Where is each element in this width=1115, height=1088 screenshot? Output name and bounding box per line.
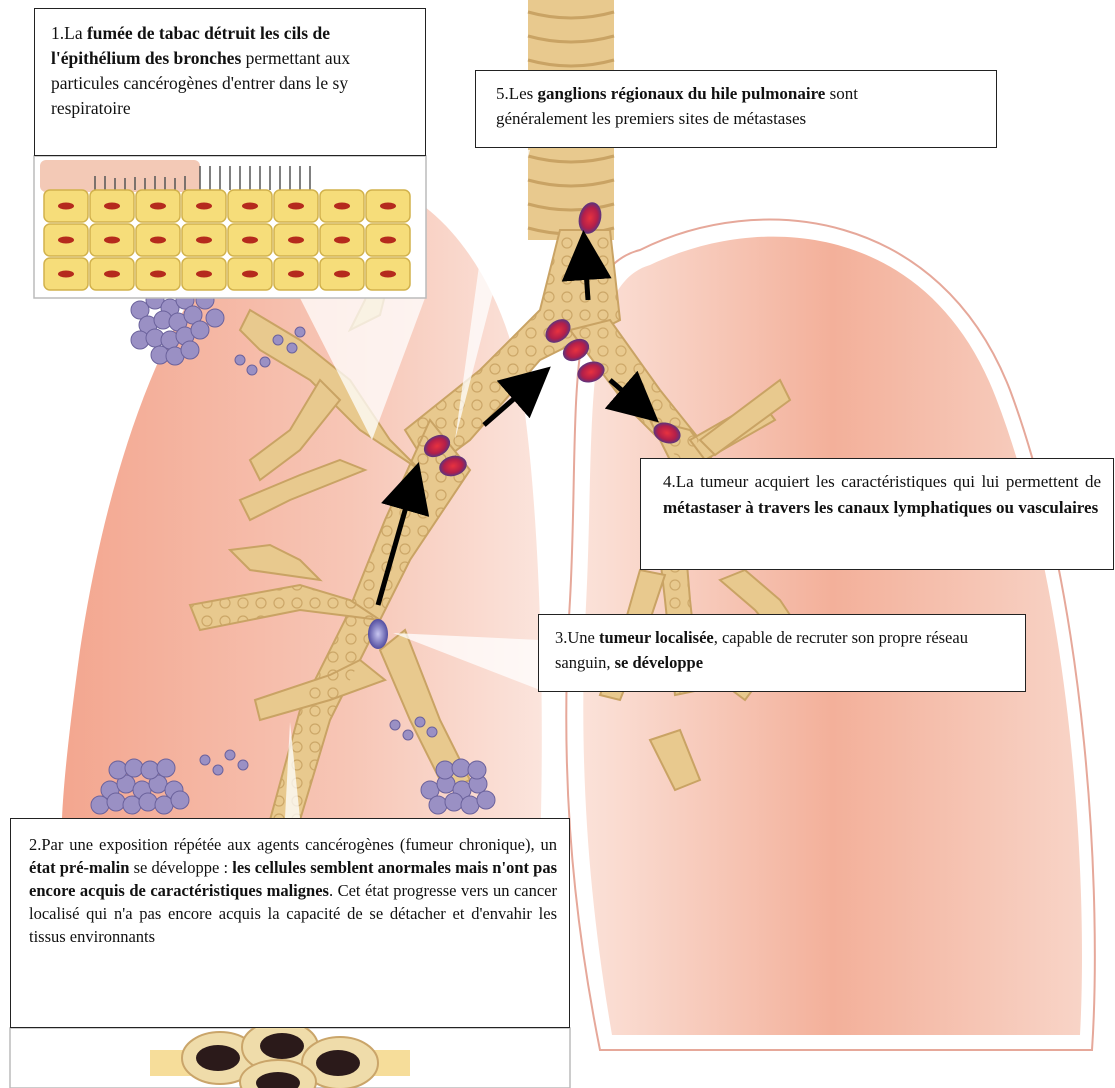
callout-4-metastasis: 4.La tumeur acquiert les caractéristique… xyxy=(640,458,1114,570)
cell-nucleus xyxy=(196,237,212,244)
arrow-3 xyxy=(585,255,588,300)
cell-nucleus xyxy=(288,237,304,244)
callout-1-tobacco-smoke: 1.La fumée de tabac détruit les cils de … xyxy=(34,8,426,156)
cell-nucleus xyxy=(334,237,350,244)
cell-nucleus xyxy=(150,237,166,244)
cell-nucleus xyxy=(58,237,74,244)
cell-nucleus xyxy=(104,271,120,278)
callout-5-regional-lymph-nodes: 5.Les ganglions régionaux du hile pulmon… xyxy=(475,70,997,148)
cell-nucleus xyxy=(104,203,120,210)
cell-nucleus xyxy=(380,271,396,278)
cell-nucleus xyxy=(288,203,304,210)
cell-nucleus xyxy=(288,271,304,278)
cell-nucleus xyxy=(196,203,212,210)
epithelium-inset xyxy=(34,156,426,298)
cell-nucleus xyxy=(380,237,396,244)
cell-nucleus xyxy=(242,237,258,244)
cell-nucleus xyxy=(150,271,166,278)
cell-nucleus xyxy=(58,271,74,278)
callout-1-number: 1. xyxy=(51,23,64,43)
cell-nucleus xyxy=(380,203,396,210)
cell-nucleus xyxy=(104,237,120,244)
cell-nucleus xyxy=(334,271,350,278)
localized-tumor xyxy=(368,619,388,649)
cell-nucleus xyxy=(242,203,258,210)
callout-3-localized-tumor: 3.Une tumeur localisée, capable de recru… xyxy=(538,614,1026,692)
premalignant-cells-inset xyxy=(10,1021,570,1088)
cell-nucleus xyxy=(242,271,258,278)
cell-nucleus xyxy=(334,203,350,210)
cell-nucleus xyxy=(196,271,212,278)
cell-nucleus xyxy=(58,203,74,210)
cell-nucleus xyxy=(150,203,166,210)
callout-2-premalignant-state: 2.Par une exposition répétée aux agents … xyxy=(10,818,570,1028)
